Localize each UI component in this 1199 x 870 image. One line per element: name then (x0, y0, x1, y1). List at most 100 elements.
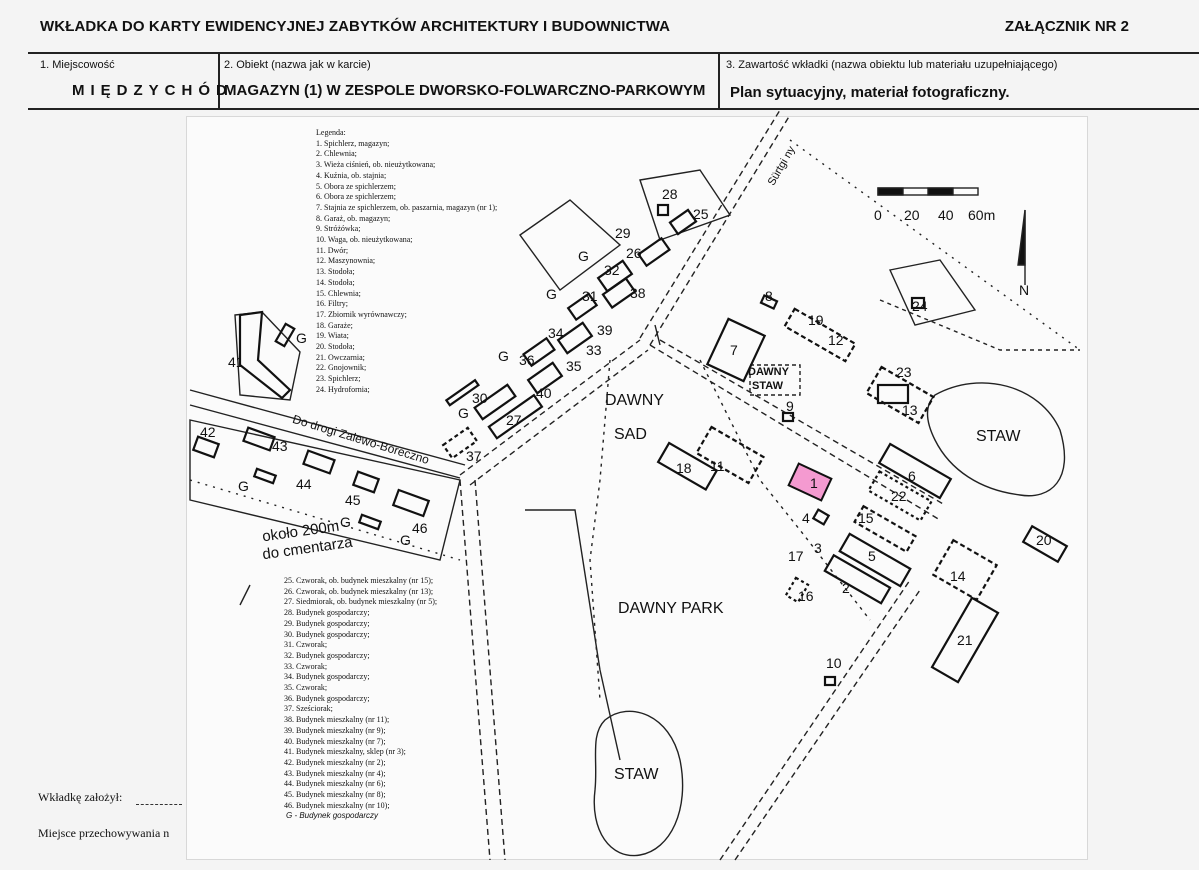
legend-item: 18. Garaże; (316, 320, 353, 330)
label-8: 8 (765, 288, 773, 304)
building-g1 (444, 378, 480, 407)
label-2: 2 (842, 580, 850, 596)
label-18: 18 (676, 460, 692, 476)
label-29: 29 (615, 225, 631, 241)
village-road (459, 339, 641, 476)
park-road (459, 479, 491, 861)
legend-item: 42. Budynek mieszkalny (nr 2); (284, 757, 386, 767)
legend-top: Legenda: 1. Spichlerz, magazyn;2. Chlewn… (316, 128, 497, 396)
north-road-edge (639, 109, 781, 339)
legend-item: 3. Wieża ciśnień, ob. nieużytkowana; (316, 160, 436, 170)
legend-item: 15. Chlewnia; (316, 288, 361, 298)
label-dawny-staw-2: STAW (752, 380, 783, 392)
road-arrow (654, 324, 661, 346)
fence-east (879, 299, 1080, 351)
plot-south (189, 419, 461, 561)
legend-item: 17. Zbiornik wyrównawczy; (316, 309, 407, 319)
building-12 (783, 307, 857, 363)
legend-item: 21. Owczarnia; (316, 352, 365, 362)
label-north: N (1019, 282, 1030, 298)
label-10: 10 (826, 655, 842, 671)
legend-item: 12. Maszynownia; (316, 256, 376, 266)
legend-item: 10. Waga, ob. nieużytkowana; (316, 235, 413, 245)
legend-item: 23. Spichlerz; (316, 374, 361, 384)
object-value: MAGAZYN (1) W ZESPOLE DWORSKO-FOLWARCZNO… (224, 82, 706, 99)
legend-item: 24. Hydrofornia; (316, 384, 370, 394)
legend-list-a: 1. Spichlerz, magazyn;2. Chlewnia;3. Wie… (316, 139, 497, 396)
pond-south (593, 710, 684, 857)
label-36: 36 (519, 352, 535, 368)
legend-item: 39. Budynek mieszkalny (nr 9); (284, 725, 386, 735)
label-25: 25 (693, 206, 709, 222)
legend-item: 6. Obora ze spichlerzem; (316, 192, 396, 202)
created-by-label: Wkładkę założył: (38, 790, 123, 804)
building-41 (238, 310, 292, 400)
building-26 (636, 236, 672, 268)
label-staw-east: STAW (976, 428, 1021, 445)
label-dawny-sad-2: SAD (614, 426, 647, 443)
building-23 (876, 383, 910, 405)
building-44 (302, 449, 336, 475)
label-4: 4 (802, 510, 810, 526)
building-37 (441, 426, 479, 460)
pond-east (926, 382, 1066, 497)
legend-item: 46. Budynek mieszkalny (nr 10); (284, 800, 390, 810)
village-road-edge (469, 349, 649, 486)
label-g-4: G (458, 405, 469, 421)
label-44: 44 (296, 476, 312, 492)
building-43 (242, 426, 276, 452)
label-40: 40 (536, 385, 552, 401)
building-1-highlight (787, 462, 833, 502)
label-19: 19 (808, 312, 824, 328)
label-38: 38 (630, 285, 646, 301)
town-value: MIĘDZYCHÓD (72, 82, 233, 99)
legend-item: 40. Budynek mieszkalny (nr 7); (284, 736, 386, 746)
building-2 (823, 553, 892, 605)
scale-tick-60m: 60m (968, 207, 996, 223)
legend-item: 5. Obora ze spichlerzem; (316, 181, 396, 191)
legend-list-b: 25. Czworak, ob. budynek mieszkalny (nr … (284, 576, 437, 811)
label-22: 22 (891, 488, 907, 504)
zalewo-road (189, 404, 461, 479)
label-7: 7 (730, 342, 738, 358)
label-43: 43 (272, 438, 288, 454)
form-title: WKŁADKA DO KARTY EWIDENCYJNEJ ZABYTKÓW A… (40, 18, 671, 35)
legend-bottom: 25. Czworak, ob. budynek mieszkalny (nr … (284, 576, 437, 822)
label-g-8: G (400, 532, 411, 548)
header-rule-top (28, 52, 1199, 54)
label-11: 11 (710, 458, 725, 474)
object-label: 2. Obiekt (nazwa jak w karcie) (224, 59, 371, 71)
label-45: 45 (345, 492, 361, 508)
building-36 (521, 336, 557, 368)
building-4 (811, 508, 831, 526)
building-46 (391, 488, 431, 518)
label-15: 15 (858, 510, 874, 526)
building-16 (784, 576, 810, 604)
label-21: 21 (957, 632, 973, 648)
scale-tick-20: 20 (904, 207, 920, 223)
building-42 (191, 435, 221, 459)
created-by-line (136, 804, 182, 805)
building-45 (351, 470, 381, 494)
label-dawny-staw-1: DAWNY (748, 366, 789, 378)
label-34: 34 (548, 325, 564, 341)
building-21 (930, 596, 1000, 684)
label-24: 24 (912, 298, 928, 314)
legend-item: 44. Budynek mieszkalny (nr 6); (284, 779, 386, 789)
legend-item: 4. Kuźnia, ob. stajnia; (316, 170, 387, 180)
label-6: 6 (908, 468, 916, 484)
legend-item: 34. Budynek gospodarczy; (284, 672, 370, 682)
label-dawny-sad-1: DAWNY (605, 392, 664, 409)
south-road-edge (734, 589, 921, 861)
scale-bar-seg1 (877, 187, 904, 196)
legend-item: 25. Czworak, ob. budynek mieszkalny (nr … (284, 576, 434, 585)
building-20 (1021, 524, 1069, 564)
legend-item: 32. Budynek gospodarczy; (284, 650, 370, 660)
label-12: 12 (828, 332, 844, 348)
label-41: 41 (228, 354, 244, 370)
legend-item: 38. Budynek mieszkalny (nr 11); (284, 715, 390, 725)
old-pond (749, 364, 801, 396)
building-33 (556, 321, 594, 355)
legend-item: 31. Czworak; (284, 640, 328, 650)
label-37: 37 (466, 448, 482, 464)
